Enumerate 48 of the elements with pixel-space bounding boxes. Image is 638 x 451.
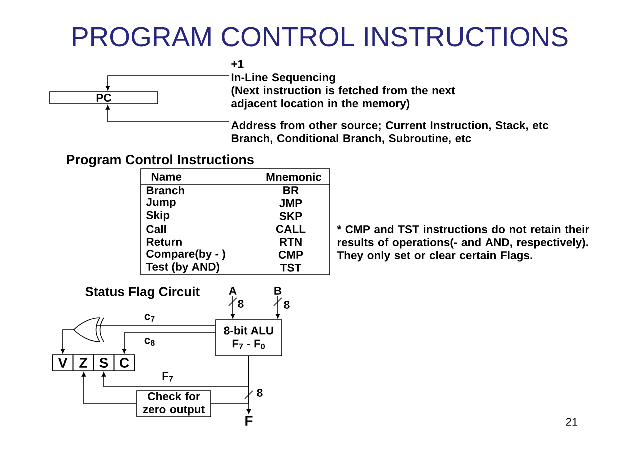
edge-label: c$_{7}$ bbox=[144, 314, 155, 322]
table-cell: Compare(by - ) bbox=[146, 250, 226, 260]
note-text: Address from other source; Current Instruction, Stack, etc Branch, Conditional Branch, Subroutine, etc bbox=[231, 121, 549, 144]
connector bbox=[230, 296, 236, 319]
table-cell: CMP bbox=[278, 251, 304, 259]
table-cell: TST bbox=[280, 264, 302, 272]
alu-box: 8-bit ALU F$_{7}$ - F$_{0}$ bbox=[216, 320, 282, 356]
connector bbox=[106, 76, 230, 91]
edge-label: 8 bbox=[238, 300, 244, 308]
connector bbox=[276, 296, 280, 319]
flag-cell: Z bbox=[72, 354, 94, 372]
note-text: +1 In-Line Sequencing (Next instruction is fetched from the next adjacent location in the memory) bbox=[232, 60, 456, 110]
flag-cell: V bbox=[52, 354, 74, 372]
table-cell: Skip bbox=[146, 211, 170, 222]
flag-cell: S bbox=[93, 354, 115, 372]
edge-label: F$_{7}$ bbox=[162, 372, 174, 382]
check-box: Check for zero output bbox=[136, 390, 212, 418]
table-header: Mnemonic bbox=[266, 172, 322, 182]
table-cell: Branch bbox=[146, 186, 184, 195]
table-cell: SKP bbox=[280, 212, 302, 220]
page-number: 21 bbox=[566, 418, 578, 426]
table-cell: RTN bbox=[280, 238, 302, 246]
heading: Status Flag Circuit bbox=[86, 286, 200, 300]
connector bbox=[82, 372, 137, 404]
flag-cell: C bbox=[114, 354, 136, 372]
signal-label: A bbox=[229, 287, 237, 295]
connector bbox=[122, 332, 216, 354]
xor-gate bbox=[74, 318, 104, 342]
signal-label: B bbox=[274, 287, 282, 295]
table-header: Name bbox=[152, 173, 182, 181]
edge-label: c$_{8}$ bbox=[144, 338, 155, 346]
edge-label: 8 bbox=[284, 301, 290, 309]
table-cell: Jump bbox=[146, 198, 176, 208]
table-cell: JMP bbox=[280, 199, 302, 208]
register-box: PC bbox=[50, 92, 158, 104]
connector bbox=[246, 356, 252, 414]
title: PROGRAM CONTROL INSTRUCTIONS bbox=[73, 27, 568, 47]
output-label: F bbox=[246, 416, 253, 426]
table-cell: Return bbox=[146, 238, 182, 246]
heading: Program Control Instructions bbox=[67, 154, 254, 168]
connector bbox=[106, 105, 230, 122]
connector bbox=[60, 330, 76, 354]
table-cell: BR bbox=[284, 186, 299, 194]
table-cell: CALL bbox=[276, 225, 306, 234]
edge-label: 8 bbox=[257, 389, 263, 397]
table-cell: Call bbox=[146, 225, 166, 234]
footnote-text: * CMP and TST instructions do not retain their results of operations(- and AND, respectively). They only set or clear certain Flags. bbox=[337, 225, 590, 262]
table-cell: Test (by AND) bbox=[146, 262, 220, 274]
